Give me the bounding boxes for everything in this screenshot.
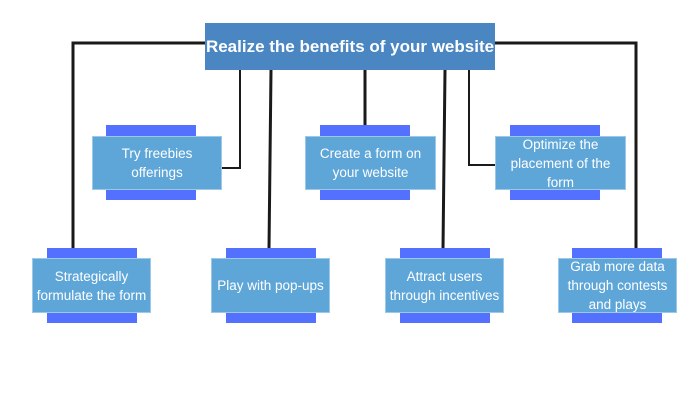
connector-grab [495, 41, 638, 249]
connector-attract [441, 69, 447, 250]
node-label: Create a form on your website [305, 136, 436, 190]
diagram-title: Realize the benefits of your website [205, 23, 495, 70]
connector-optimize [468, 70, 495, 166]
connector-popups [267, 69, 273, 250]
node-label: Try freebies offerings [92, 136, 222, 190]
connector-strategically [71, 41, 205, 249]
connector-freebies [222, 70, 241, 169]
node-label: Strategically formulate the form [32, 258, 151, 313]
node-label: Optimize the placement of the form [495, 136, 626, 190]
node-label: Play with pop-ups [211, 258, 330, 313]
node-label: Grab more data through contests and play… [558, 258, 677, 313]
node-label: Attract users through incentives [385, 258, 504, 313]
